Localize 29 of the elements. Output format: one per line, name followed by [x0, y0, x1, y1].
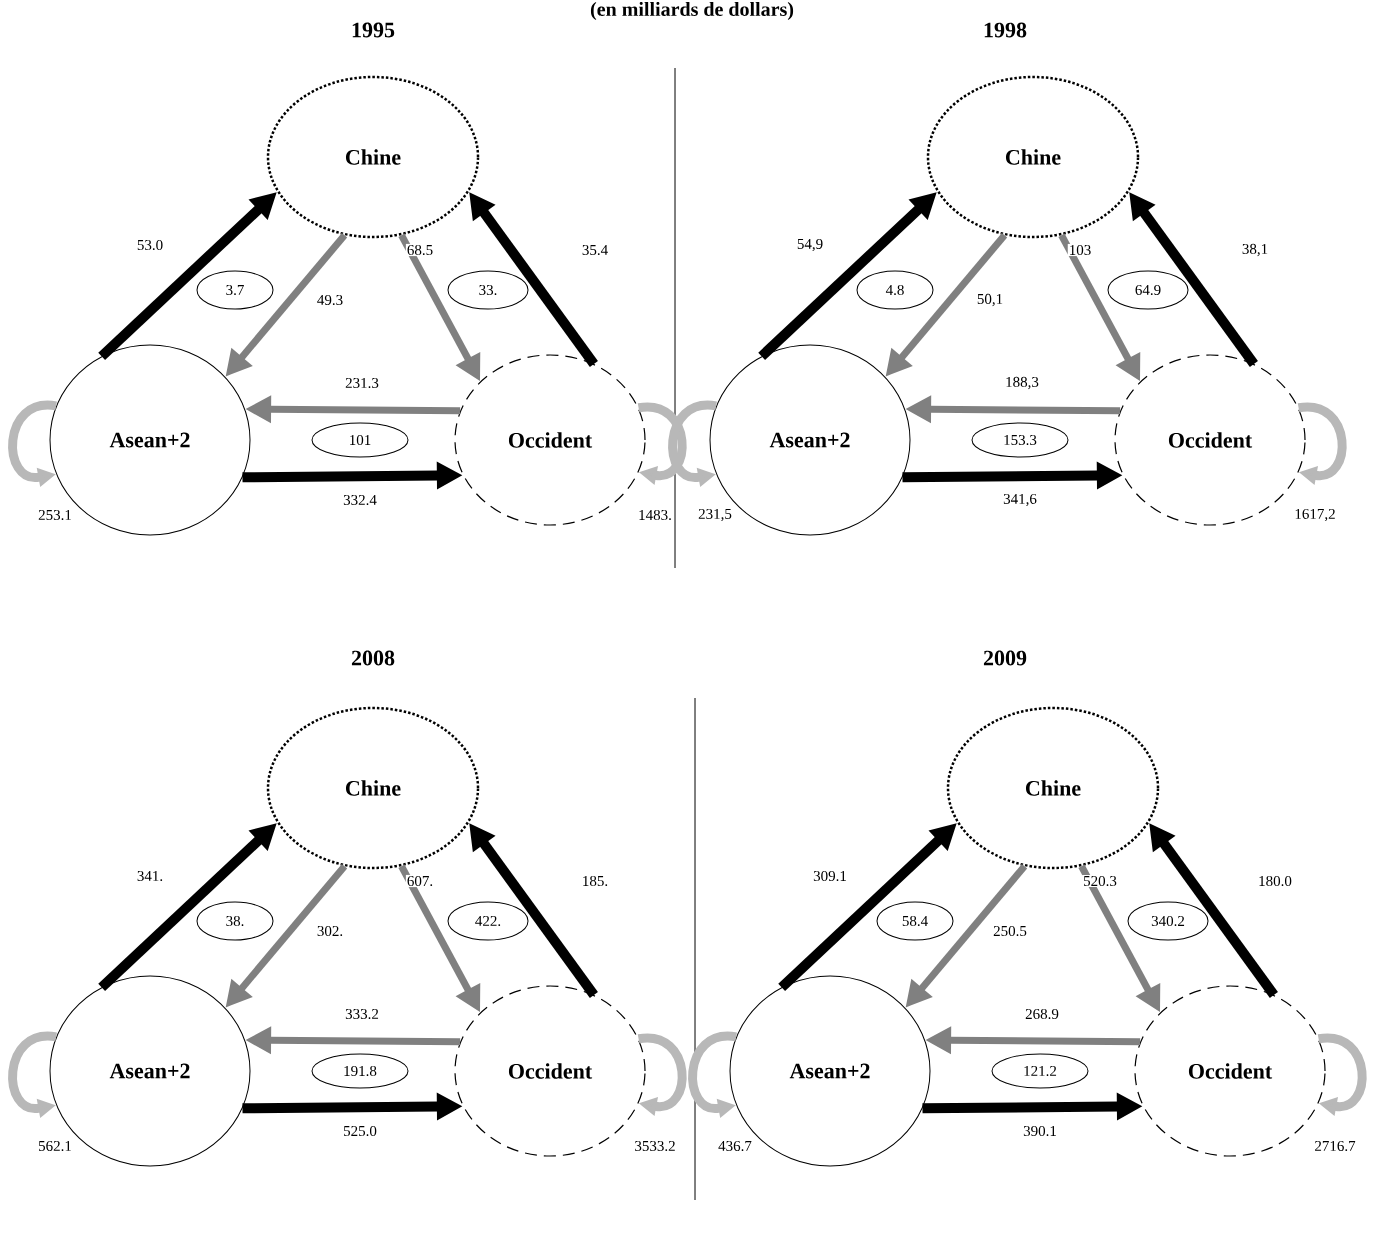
- edge-label: 38,1: [1240, 242, 1270, 258]
- edge-label: 180.0: [1257, 874, 1293, 888]
- year-heading: 2008: [351, 650, 395, 666]
- edge-label: 302.: [315, 924, 345, 938]
- edge-label: 341.: [135, 869, 165, 883]
- year-heading: 1995: [352, 22, 395, 38]
- edge-label: 268.9: [1024, 1007, 1060, 1021]
- edge-label: 231.3: [344, 376, 380, 390]
- edge-label: 185.: [580, 874, 610, 888]
- edge-label: 607.: [405, 874, 435, 888]
- edge-label: 49.3: [315, 293, 345, 307]
- edge-label: 188,3: [1004, 375, 1040, 391]
- year-heading: 1998: [984, 22, 1027, 38]
- edge-label: 68.5: [405, 243, 435, 257]
- edge-label: 341,6: [1002, 492, 1038, 508]
- edge-label: 525.0: [342, 1124, 378, 1138]
- edge-label: 332.4: [342, 493, 378, 507]
- edge-label: 309.1: [812, 869, 848, 883]
- edge-label: 333.2: [344, 1007, 380, 1021]
- edge-label: 103: [1067, 243, 1093, 257]
- edge-label: 53.0: [135, 238, 165, 252]
- edge-label: 35.4: [580, 243, 610, 257]
- edge-label: 390.1: [1022, 1124, 1058, 1138]
- year-heading: 2009: [983, 650, 1027, 666]
- edge-label: 54,9: [795, 237, 825, 253]
- edge-label: 250.5: [992, 924, 1028, 938]
- edge-label: 520.3: [1082, 874, 1118, 888]
- edge-label: 50,1: [975, 292, 1005, 308]
- subtitle: (en milliards de dollars): [590, 1, 794, 21]
